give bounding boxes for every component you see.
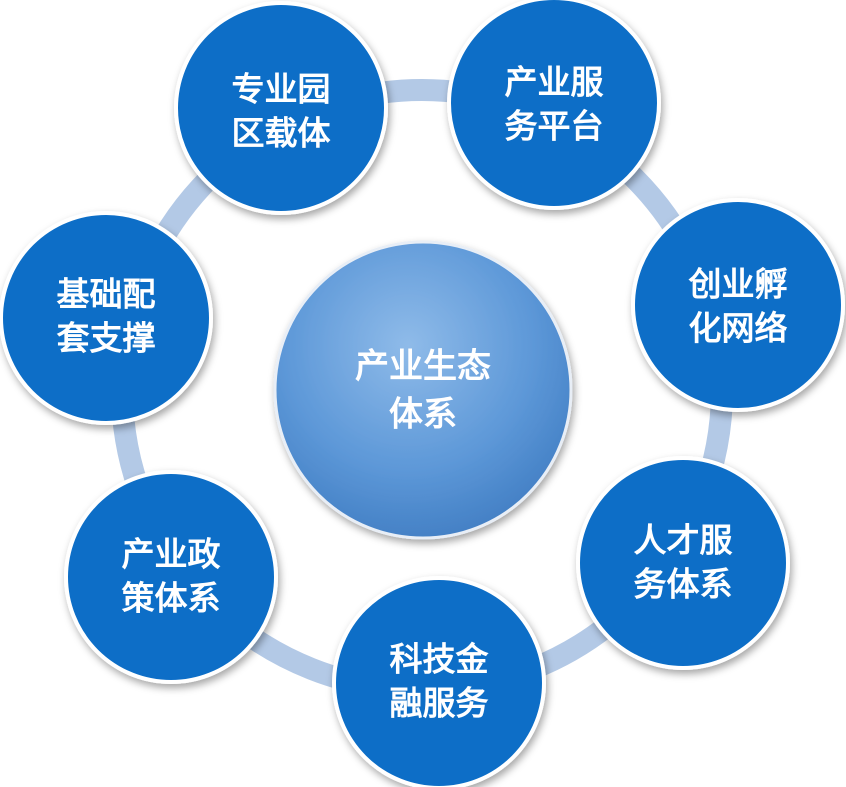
node-policy-system: 产业政 策体系 — [64, 470, 278, 684]
node-park-carrier: 专业园 区载体 — [174, 1, 388, 215]
node-circle — [332, 576, 546, 787]
node-circle — [576, 456, 790, 670]
center-node: 产业生态 体系 — [273, 240, 573, 540]
node-circle — [0, 211, 213, 425]
center-label-line2: 体系 — [389, 395, 457, 435]
node-label-line1: 专业园 — [232, 70, 331, 109]
node-label-line1: 基础配 — [57, 275, 156, 314]
node-service-platform: 产业服 务平台 — [447, 0, 661, 210]
node-label-line1: 科技金 — [390, 640, 490, 679]
node-label-line2: 务体系 — [634, 565, 733, 604]
center-label-line1: 产业生态 — [355, 347, 491, 387]
node-infrastructure-support: 基础配 套支撑 — [0, 211, 213, 425]
node-talent-service: 人才服 务体系 — [576, 456, 790, 670]
node-tech-finance: 科技金 融服务 — [332, 576, 546, 787]
node-circle — [447, 0, 661, 210]
node-label-line2: 融服务 — [390, 684, 489, 723]
node-label-line1: 创业孵 — [688, 265, 788, 304]
node-label-line2: 套支撑 — [57, 319, 156, 358]
node-incubation-network: 创业孵 化网络 — [631, 198, 845, 412]
node-label-line2: 务平台 — [505, 107, 604, 146]
node-label-line1: 人才服 — [634, 521, 733, 560]
node-label-line1: 产业服 — [505, 63, 604, 102]
node-circle — [174, 1, 388, 215]
node-label-line2: 策体系 — [122, 579, 221, 618]
node-label-line1: 产业政 — [122, 535, 221, 574]
node-circle — [631, 198, 845, 412]
node-circle — [64, 470, 278, 684]
node-label-line2: 化网络 — [689, 309, 788, 348]
node-label-line2: 区载体 — [232, 114, 331, 153]
center-circle — [273, 240, 573, 540]
